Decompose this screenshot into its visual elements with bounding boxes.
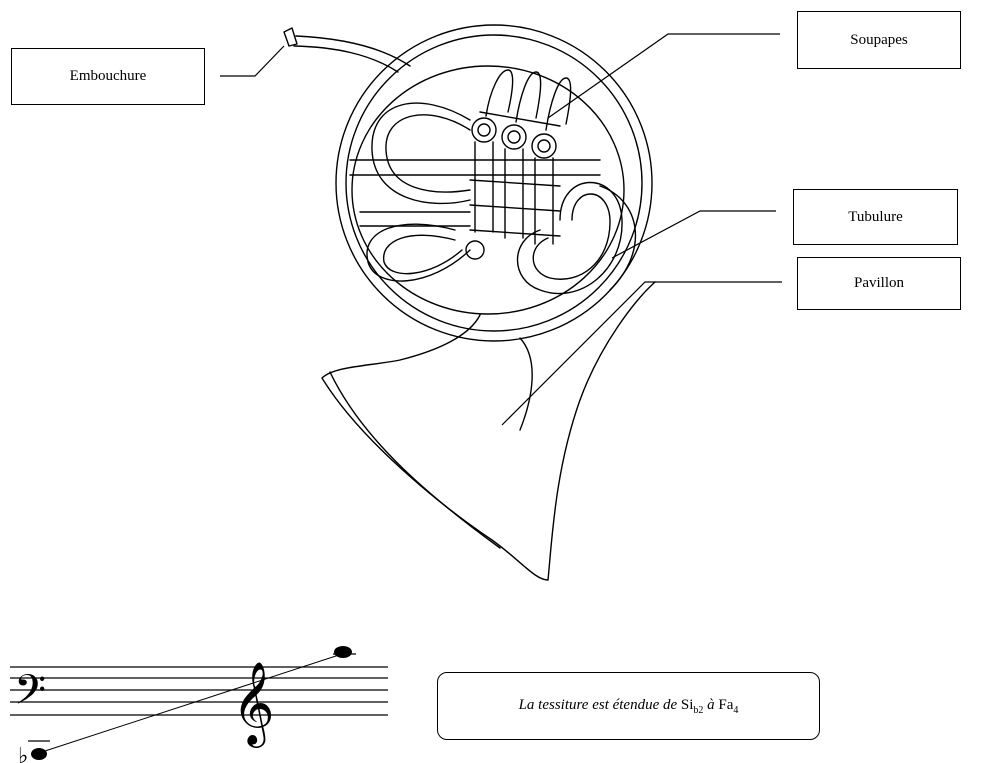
pavillon-label: Pavillon — [797, 257, 961, 310]
high-note — [334, 646, 352, 658]
slide-knob — [465, 240, 485, 260]
range-line — [44, 653, 343, 752]
embouchure-leader — [220, 45, 285, 77]
soupapes-leader — [547, 33, 780, 119]
outer-ring — [335, 24, 653, 342]
range-low-note: Si — [680, 696, 694, 713]
inner-ring — [345, 34, 643, 332]
mouthpiece — [283, 27, 298, 47]
embouchure-label: Embouchure — [11, 48, 205, 105]
tubing-loop-left — [371, 102, 471, 205]
inner-coil — [351, 65, 625, 315]
tubulure-text: Tubulure — [848, 208, 903, 225]
range-connector: à — [703, 696, 719, 713]
low-note — [31, 748, 47, 760]
embouchure-text: Embouchure — [69, 68, 147, 84]
flat-sign: ♭ — [18, 744, 28, 763]
range-high-note: Fa — [718, 696, 734, 713]
leadpipe — [293, 35, 411, 73]
pavillon-text: Pavillon — [853, 275, 904, 291]
range-high-sub: 4 — [733, 704, 739, 716]
range-low-sub: b2 — [693, 704, 704, 716]
tubing-loop-lower-left — [366, 223, 471, 282]
range-prefix: La tessiture est étendue de — [518, 696, 681, 713]
pavillon-leader — [501, 281, 782, 426]
range-caption: La tessiture est étendue de Sib2 à Fa4 — [437, 672, 820, 740]
tubing-loop-right — [516, 182, 623, 295]
bell — [321, 281, 656, 581]
soupapes-label: Soupapes — [797, 11, 961, 69]
bass-clef: 𝄢 — [14, 666, 46, 724]
valve-cluster — [469, 69, 572, 245]
tubulure-label: Tubulure — [793, 189, 958, 245]
treble-clef: 𝄞 — [232, 660, 275, 748]
soupapes-text: Soupapes — [850, 31, 908, 48]
tubulure-leader — [611, 210, 776, 259]
